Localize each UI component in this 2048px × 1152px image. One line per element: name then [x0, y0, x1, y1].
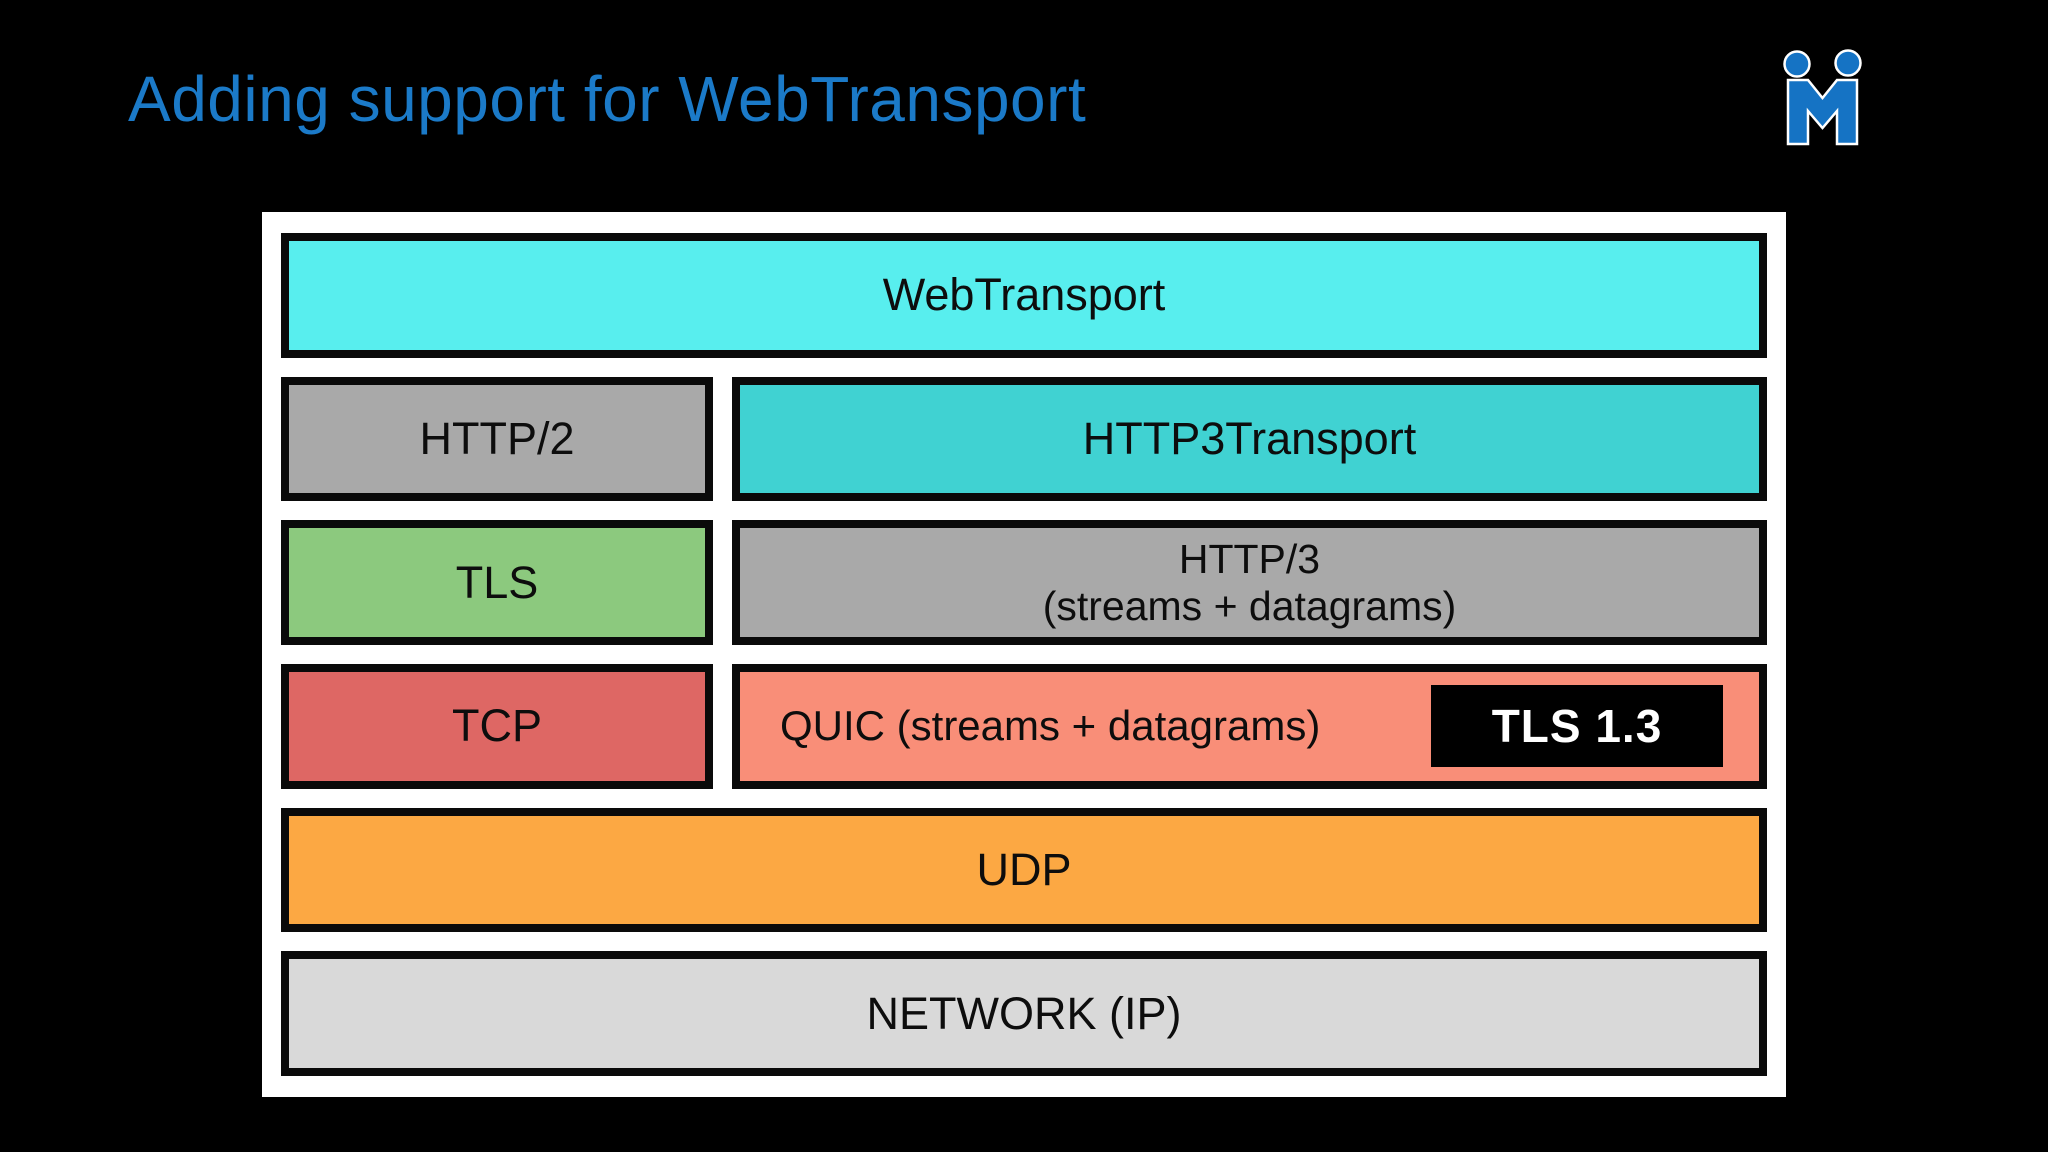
http2-box: HTTP/2 — [281, 376, 713, 502]
udp-box: UDP — [281, 807, 1767, 933]
network-box: NETWORK (IP) — [281, 951, 1767, 1077]
tls13-badge: TLS 1.3 — [1431, 685, 1723, 768]
http3transport-box: HTTP3Transport — [732, 376, 1767, 502]
page-title: Adding support for WebTransport — [128, 63, 1087, 135]
logo-icon — [1783, 49, 1862, 146]
meetecho-logo — [1782, 40, 1872, 152]
tcp-box: TCP — [281, 664, 713, 789]
http3transport-label: HTTP3Transport — [1082, 413, 1417, 465]
stack-row-http: HTTP/2 HTTP3Transport — [281, 376, 1767, 502]
stack-row-network: NETWORK (IP) — [281, 951, 1767, 1077]
network-label: NETWORK (IP) — [866, 987, 1182, 1039]
protocol-stack-panel: WebTransport HTTP/2 HTTP3Transport TLS H… — [262, 212, 1786, 1097]
stack-row-tls-http3: TLS HTTP/3 (streams + datagrams) — [281, 520, 1767, 646]
http3-label: HTTP/3 (streams + datagrams) — [1043, 536, 1457, 630]
tls-label: TLS — [455, 556, 539, 608]
http2-label: HTTP/2 — [419, 413, 575, 465]
http3-label-line1: HTTP/3 — [1178, 535, 1321, 582]
udp-label: UDP — [976, 844, 1072, 896]
tcp-label: TCP — [452, 700, 542, 752]
http3-label-line2: (streams + datagrams) — [1042, 582, 1457, 629]
stack-row-tcp-quic: TCP QUIC (streams + datagrams) TLS 1.3 — [281, 664, 1767, 789]
tls-box: TLS — [281, 520, 713, 646]
stack-row-webtransport: WebTransport — [281, 233, 1767, 358]
http3-box: HTTP/3 (streams + datagrams) — [732, 520, 1767, 646]
quic-label: QUIC (streams + datagrams) — [780, 702, 1321, 750]
quic-box: QUIC (streams + datagrams) TLS 1.3 — [732, 664, 1767, 789]
webtransport-box: WebTransport — [281, 233, 1767, 358]
stack-row-udp: UDP — [281, 807, 1767, 933]
webtransport-label: WebTransport — [882, 269, 1166, 321]
